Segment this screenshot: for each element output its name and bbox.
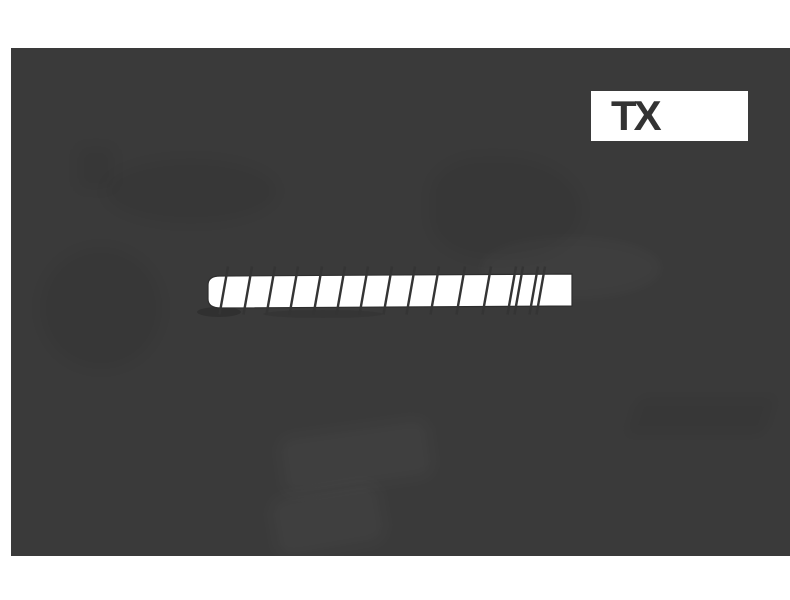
dark-canvas: TX: [11, 48, 790, 556]
thread-line: [455, 266, 467, 315]
thread-line: [429, 266, 441, 315]
thread-line: [382, 266, 394, 315]
drive-type-label: TX: [611, 92, 662, 139]
thread-line: [506, 266, 518, 315]
thread-line: [358, 266, 370, 315]
thread-line: [528, 266, 540, 315]
screw-illustration: [197, 266, 573, 318]
background-smudge: [79, 148, 113, 188]
background-smudge: [431, 158, 581, 258]
thread-line: [288, 266, 300, 315]
thread-line: [312, 266, 324, 315]
screw-threads: [218, 266, 547, 315]
thread-line: [335, 266, 347, 315]
background-smudge: [278, 418, 435, 496]
background-smudge: [624, 396, 778, 436]
thread-line: [513, 266, 525, 315]
background-smudge: [41, 248, 161, 368]
thread-line: [242, 266, 254, 315]
background-smudge: [269, 481, 388, 556]
background-smudge: [106, 160, 276, 222]
thread-line: [535, 266, 547, 315]
screw-shadow: [263, 310, 383, 318]
thread-line: [218, 266, 230, 315]
thread-line: [481, 266, 493, 315]
thread-line: [405, 266, 417, 315]
drive-type-badge: TX: [591, 91, 748, 141]
thread-line: [265, 266, 277, 315]
